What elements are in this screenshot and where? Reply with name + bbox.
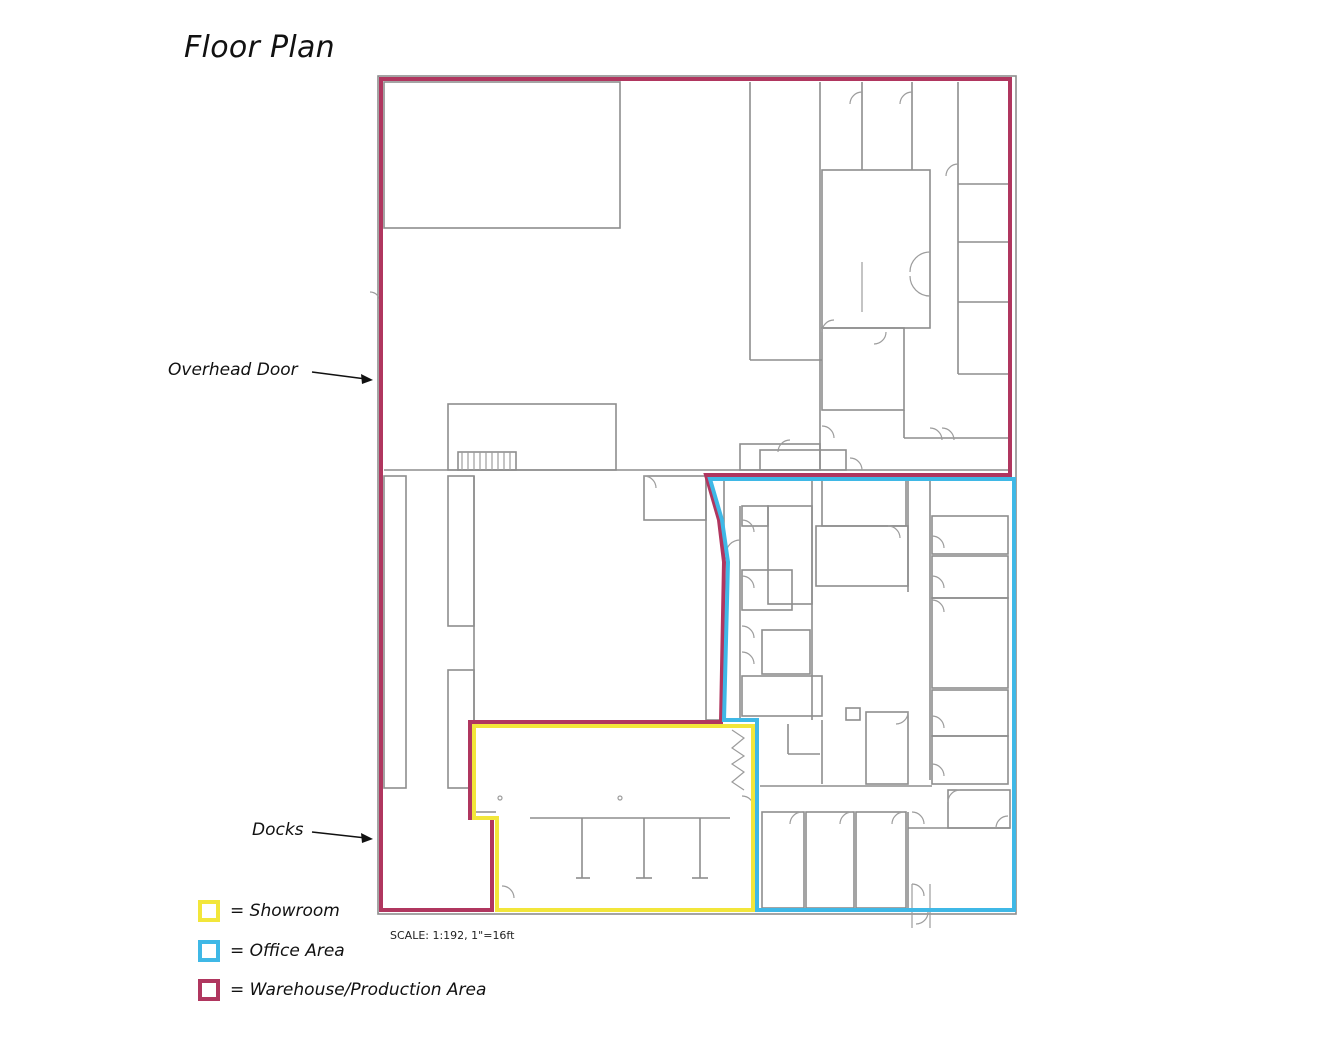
legend-item-warehouse: = Warehouse/Production Area	[198, 976, 486, 1004]
office-area-outline	[707, 477, 1016, 912]
legend-label: = Warehouse/Production Area	[230, 980, 487, 1000]
warehouse-swatch	[198, 979, 220, 1001]
docks-callout: Docks	[252, 820, 304, 840]
showroom-swatch	[198, 900, 220, 922]
legend-item-showroom: = Showroom	[198, 897, 340, 925]
floor-plan-walls	[369, 75, 1017, 928]
legend-label: = Office Area	[230, 941, 345, 961]
warehouse-area-outline	[379, 77, 1012, 912]
legend-label: = Showroom	[230, 901, 340, 921]
scale-note: SCALE: 1:192, 1"=16ft	[390, 929, 515, 942]
docks-arrow	[311, 831, 373, 843]
overhead-door-callout: Overhead Door	[168, 360, 298, 380]
office-area-swatch	[198, 940, 220, 962]
legend-item-office-area: = Office Area	[198, 937, 345, 965]
page-title: Floor Plan	[184, 30, 335, 65]
showroom-outline	[472, 724, 755, 912]
overhead-door-arrow	[311, 371, 373, 384]
